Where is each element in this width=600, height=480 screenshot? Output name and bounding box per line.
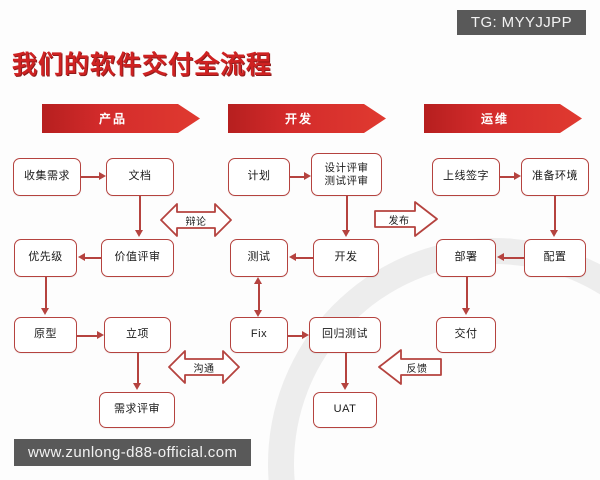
node-design-and-test-review: 设计评审 测试评审	[311, 153, 382, 196]
node-uat: UAT	[313, 392, 377, 428]
node-prepare-environment: 准备环境	[521, 158, 589, 196]
node-priority: 优先级	[14, 239, 77, 277]
phase-banner-product: 产品	[42, 104, 200, 133]
connector-design-review-to-dev	[346, 196, 348, 230]
block-arrow-feedback-shape	[378, 349, 442, 385]
node-development-label: 开发	[334, 251, 358, 264]
block-arrow-release-label: 发布	[388, 215, 410, 227]
arrowhead-fix-to-regression	[302, 331, 309, 339]
node-plan: 计划	[228, 158, 290, 196]
arrowhead-dev-to-test	[289, 253, 296, 261]
node-regression-test: 回归测试	[309, 317, 381, 353]
node-test-review-label: 测试评审	[324, 174, 369, 187]
node-deployment-label: 部署	[454, 251, 478, 264]
connector-test-fix-bidirectional	[258, 284, 260, 310]
arrowhead-signoff-to-prepare-env	[514, 172, 521, 180]
node-priority-label: 优先级	[28, 251, 63, 264]
block-arrow-communicate-label: 沟通	[193, 363, 215, 375]
node-document: 文档	[106, 158, 174, 196]
connector-config-to-deploy	[504, 257, 524, 259]
node-requirement-review: 需求评审	[99, 392, 175, 428]
node-document-label: 文档	[128, 170, 152, 183]
node-value-review: 价值评审	[101, 239, 174, 277]
phase-banner-product-label: 产品	[98, 112, 127, 126]
connector-deploy-to-delivery	[466, 277, 468, 308]
arrowhead-deploy-to-delivery	[461, 308, 470, 315]
node-configuration-label: 配置	[543, 251, 567, 264]
connector-prototype-to-project	[77, 335, 97, 337]
node-testing-label: 测试	[247, 251, 271, 264]
connector-fix-to-regression	[288, 335, 302, 337]
connector-dev-to-test	[296, 257, 313, 259]
connector-collect-to-doc	[81, 176, 99, 178]
connector-value-review-to-priority	[85, 257, 101, 259]
arrowhead-regression-to-uat	[340, 383, 349, 390]
node-deployment: 部署	[436, 239, 496, 277]
connector-signoff-to-prepare-env	[500, 176, 514, 178]
connector-regression-to-uat	[345, 353, 347, 383]
connector-priority-to-prototype	[45, 277, 47, 308]
connector-prepare-env-to-config	[554, 196, 556, 230]
node-delivery: 交付	[436, 317, 496, 353]
node-prototype: 原型	[14, 317, 77, 353]
phase-banner-development: 开发	[228, 104, 386, 133]
arrowhead-prepare-env-to-config	[549, 230, 558, 237]
block-arrow-release: 发布	[374, 198, 438, 240]
block-arrow-release-shape	[374, 201, 438, 237]
arrowhead-test-to-fix	[253, 310, 262, 317]
block-arrow-communicate-shape	[168, 350, 240, 384]
node-design-review-label: 设计评审	[324, 161, 369, 174]
arrowhead-value-review-to-priority	[78, 253, 85, 261]
node-fix: Fix	[230, 317, 288, 353]
node-golive-signoff: 上线签字	[432, 158, 500, 196]
arrowhead-plan-to-design-review	[304, 172, 311, 180]
phase-banner-operations: 运维	[424, 104, 582, 133]
arrowhead-project-to-req-review	[132, 383, 141, 390]
node-project-initiation: 立项	[104, 317, 171, 353]
node-testing: 测试	[230, 239, 288, 277]
node-prototype-label: 原型	[34, 328, 57, 341]
node-uat-label: UAT	[333, 403, 357, 416]
connector-plan-to-design-review	[290, 176, 304, 178]
block-arrow-communicate: 沟通	[168, 345, 240, 389]
page-title: 我们的软件交付全流程	[12, 51, 273, 79]
arrowhead-doc-to-value-review	[134, 230, 143, 237]
watermark-bottom: www.zunlong-d88-official.com	[14, 439, 252, 466]
node-configuration: 配置	[524, 239, 586, 277]
node-value-review-label: 价值评审	[114, 251, 161, 264]
node-fix-label: Fix	[250, 328, 268, 341]
node-golive-signoff-label: 上线签字	[443, 170, 489, 183]
node-plan-label: 计划	[247, 170, 271, 183]
block-arrow-debate: 辩论	[160, 198, 232, 242]
arrowhead-priority-to-prototype	[40, 308, 49, 315]
node-requirement-review-label: 需求评审	[114, 403, 160, 416]
watermark-top: TG: MYYJJPP	[456, 10, 586, 35]
node-collect-requirements-label: 收集需求	[24, 170, 70, 183]
block-arrow-debate-shape	[160, 203, 232, 237]
block-arrow-feedback-label: 反馈	[406, 363, 428, 375]
node-project-initiation-label: 立项	[126, 328, 149, 341]
arrowhead-collect-to-doc	[99, 172, 106, 180]
node-prepare-environment-label: 准备环境	[532, 170, 578, 183]
connector-project-to-req-review	[137, 353, 139, 383]
phase-banner-development-label: 开发	[284, 112, 313, 126]
node-development: 开发	[313, 239, 379, 277]
node-delivery-label: 交付	[454, 328, 478, 341]
arrowhead-fix-to-test	[253, 277, 262, 284]
connector-doc-to-value-review	[139, 196, 141, 230]
block-arrow-debate-label: 辩论	[185, 216, 207, 228]
arrowhead-prototype-to-project	[97, 331, 104, 339]
arrowhead-config-to-deploy	[497, 253, 504, 261]
arrowhead-design-review-to-dev	[341, 230, 350, 237]
phase-banner-operations-label: 运维	[480, 112, 509, 126]
block-arrow-feedback: 反馈	[378, 346, 442, 388]
node-regression-test-label: 回归测试	[322, 328, 368, 341]
node-collect-requirements: 收集需求	[13, 158, 81, 196]
